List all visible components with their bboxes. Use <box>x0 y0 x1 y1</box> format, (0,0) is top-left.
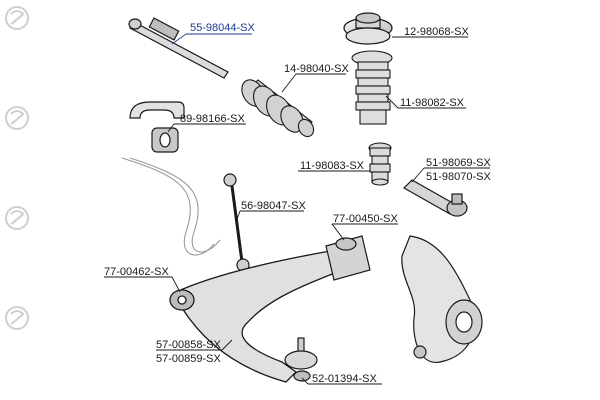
part-label-strut-boot: 11-98082-SX <box>400 97 465 109</box>
part-label-tie-rod-end-1: 51-98069-SX <box>426 157 491 169</box>
part-label-bump-stop: 11-98083-SX <box>300 160 365 172</box>
stabilizer-bar-part <box>121 157 221 256</box>
part-label-tie-rod: 55-98044-SX <box>190 22 255 34</box>
tie-rod-end-part <box>403 179 468 217</box>
bump-stop-part <box>368 142 392 186</box>
part-label-stabilizer-link: 56-98047-SX <box>241 200 306 212</box>
part-label-control-arm-bushing-rear: 77-00450-SX <box>333 213 398 225</box>
ball-joint-part <box>284 337 318 382</box>
boot-tie-rod-part <box>241 79 315 138</box>
part-label-control-arm-1: 57-00858-SX <box>156 339 221 351</box>
part-label-control-arm-2: 57-00859-SX <box>156 353 221 365</box>
part-label-stabilizer-bushing: 89-98166-SX <box>180 113 245 125</box>
watermark-strip <box>0 0 34 400</box>
part-label-boot-tie-rod: 14-98040-SX <box>284 63 349 75</box>
part-label-control-arm-bushing-front: 77-00462-SX <box>104 266 169 278</box>
stabilizer-bushing-part <box>129 101 185 153</box>
control-arm-bushing-rear-part <box>325 235 371 281</box>
leader-lines <box>104 33 490 385</box>
strut-mount-part <box>343 12 393 45</box>
stellox-logo-icon <box>5 6 29 330</box>
part-label-strut-mount: 12-98068-SX <box>404 26 469 38</box>
part-label-ball-joint: 52-01394-SX <box>312 373 377 385</box>
control-arm-part <box>169 249 349 383</box>
tie-rod-part <box>128 17 229 79</box>
stabilizer-link-part <box>223 173 250 272</box>
steering-knuckle-part <box>401 235 483 363</box>
part-label-tie-rod-end-2: 51-98070-SX <box>426 171 491 183</box>
strut-boot-part <box>351 50 393 125</box>
